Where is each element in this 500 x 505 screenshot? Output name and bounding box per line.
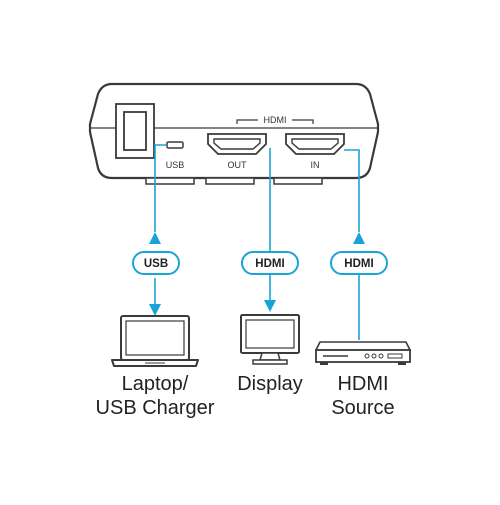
source-caption-line1: HDMI xyxy=(337,373,389,395)
laptop-caption-line2: USB Charger xyxy=(95,397,215,419)
hdmi-in-label: IN xyxy=(311,160,320,170)
usb-cable-label: USB xyxy=(144,258,168,270)
usb-port-label: USB xyxy=(166,160,185,170)
source-caption-line2: Source xyxy=(331,397,395,419)
device-foot xyxy=(145,177,195,185)
hdmi-in-cable-label: HDMI xyxy=(344,258,373,270)
hdmi-out-label: OUT xyxy=(228,160,248,170)
hdmi-out-cable-label: HDMI xyxy=(255,258,284,270)
power-switch xyxy=(123,111,147,151)
device: USB HDMI OUT IN xyxy=(88,82,380,185)
hdmi-in-cable-pill xyxy=(330,251,388,275)
laptop-caption: Laptop/ USB Charger xyxy=(60,372,250,420)
hdmi-in-arrow-up-icon xyxy=(353,232,365,244)
hdmi-group-label: HDMI xyxy=(264,115,287,125)
hdmi-in-port-inner xyxy=(291,138,339,150)
device-foot xyxy=(205,177,255,185)
hdmi-in-cable-line xyxy=(344,149,360,232)
laptop-caption-line1: Laptop/ xyxy=(121,373,189,395)
display-caption: Display xyxy=(215,372,325,396)
usb-cable: USB xyxy=(132,144,180,316)
usb-cable-pill xyxy=(132,251,180,275)
hdmi-out-port-inner xyxy=(213,138,261,150)
device-foot xyxy=(273,177,323,185)
hdmi-in-cable: HDMI xyxy=(330,149,388,340)
display-icon xyxy=(240,314,300,365)
hdmi-source-icon xyxy=(314,341,412,365)
usb-port xyxy=(166,141,184,149)
hdmi-out-cable: HDMI xyxy=(241,148,299,312)
usb-arrow-down-icon xyxy=(149,304,161,316)
laptop-icon xyxy=(111,315,199,367)
display-caption-line1: Display xyxy=(237,373,303,395)
hdmi-out-arrow-down-icon xyxy=(264,300,276,312)
hdmi-group-bracket xyxy=(236,119,258,124)
hdmi-out-cable-pill xyxy=(241,251,299,275)
usb-arrow-up-icon xyxy=(149,232,161,244)
source-caption: HDMI Source xyxy=(308,372,418,420)
usb-cable-line xyxy=(154,144,166,232)
hdmi-group-bracket xyxy=(292,119,314,124)
